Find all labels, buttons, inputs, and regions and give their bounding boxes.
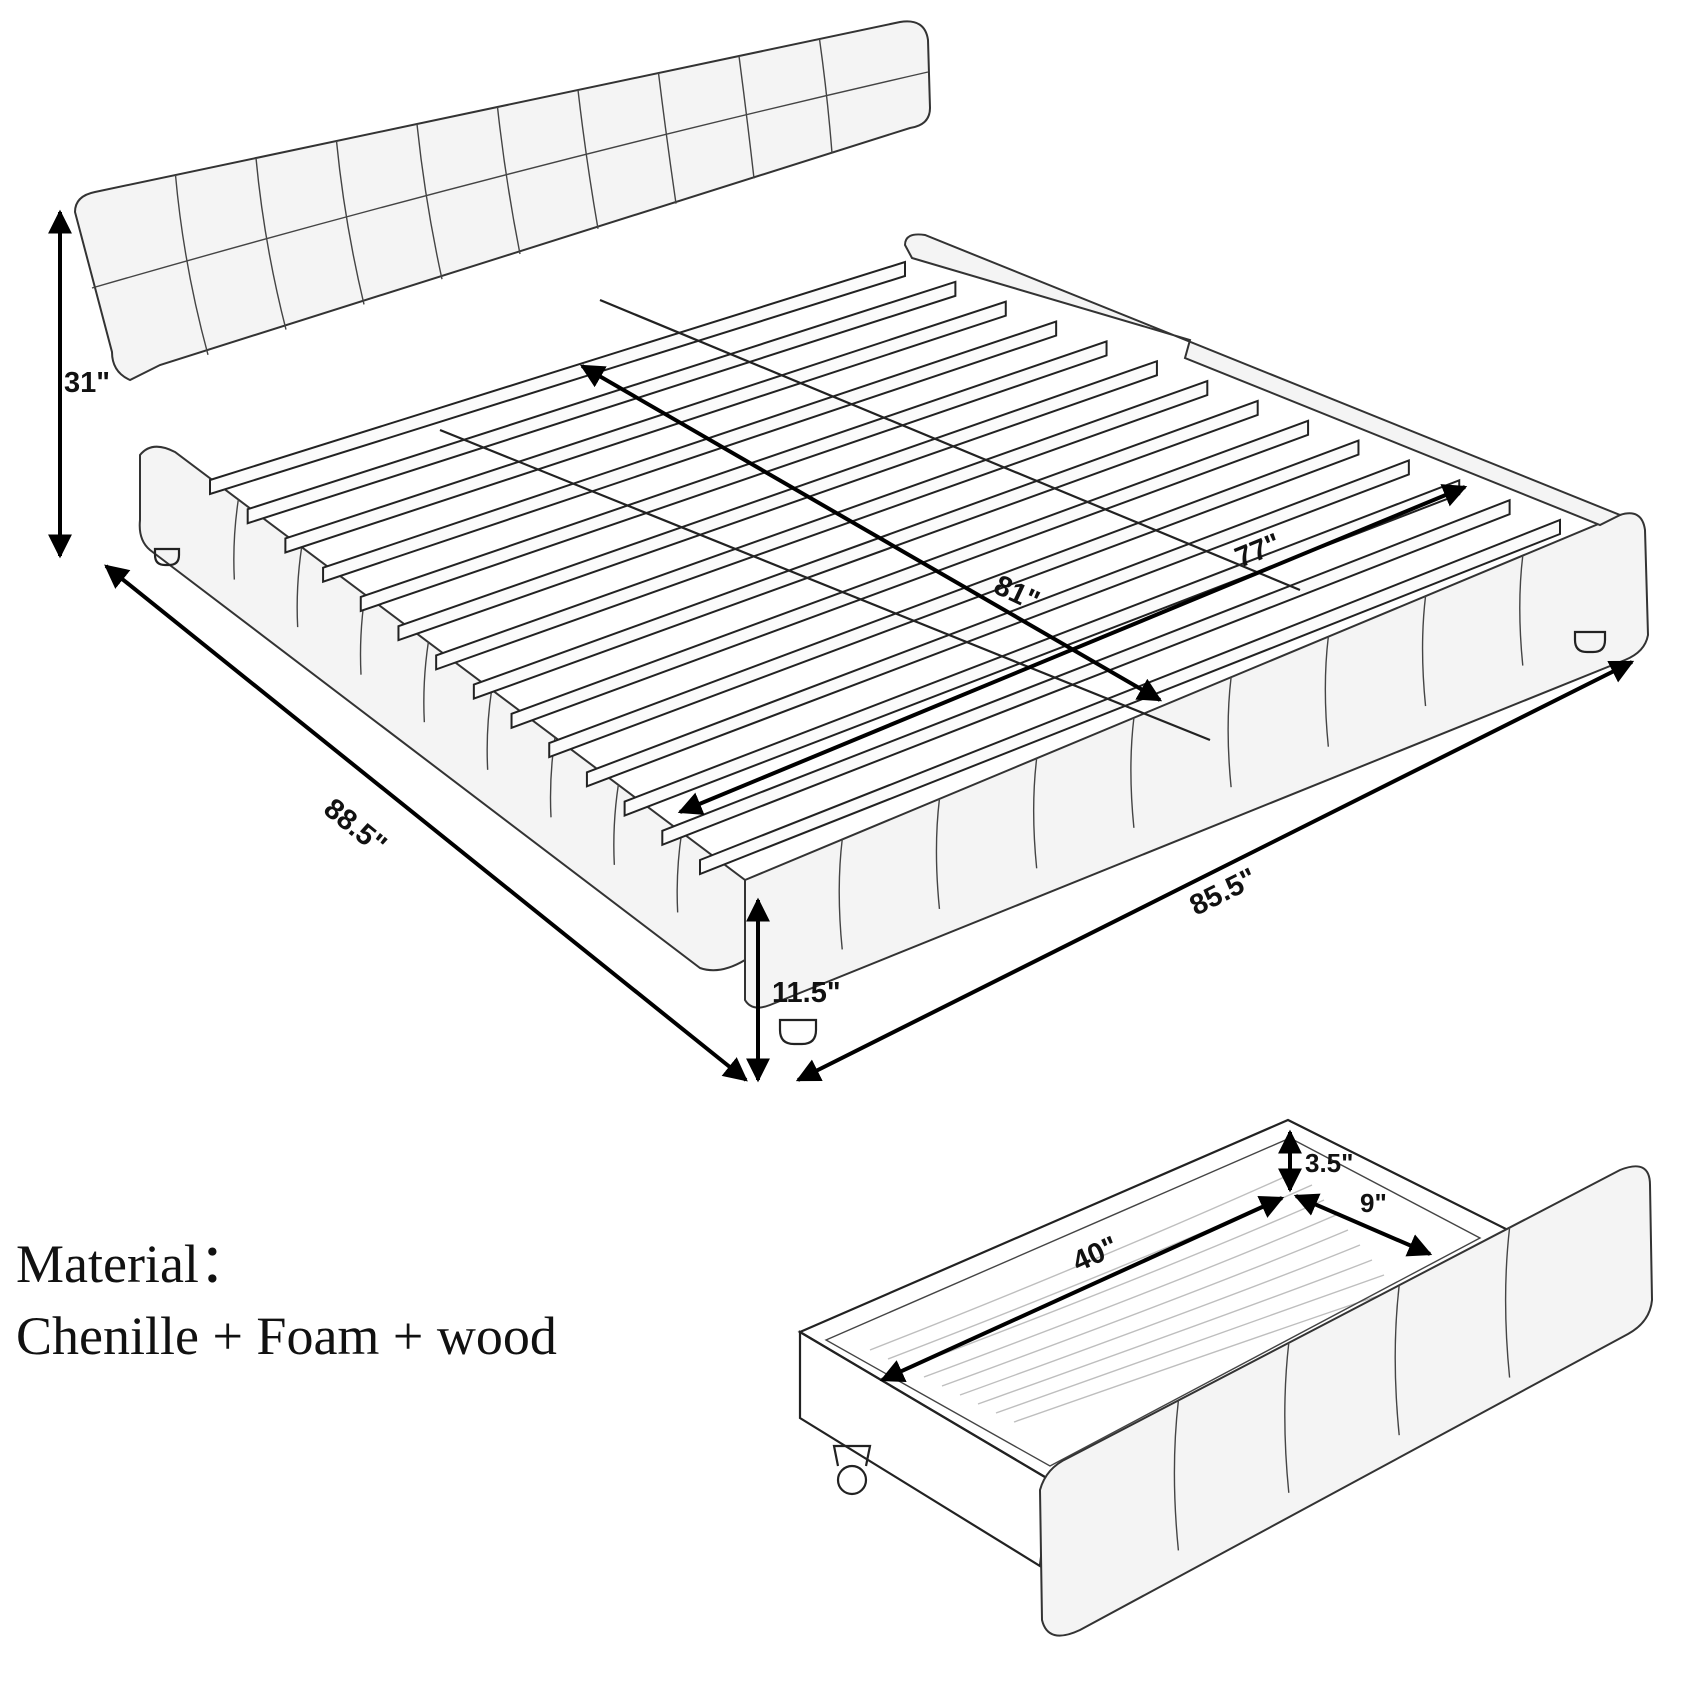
material-label: Material： xyxy=(16,1234,253,1294)
drawer-pad-divider xyxy=(1504,1227,1511,1378)
length-arrow xyxy=(104,564,748,1082)
length-label: 88.5" xyxy=(318,793,393,862)
inner-width-arrow xyxy=(677,484,1468,815)
drawer-pad-divider xyxy=(1173,1400,1180,1551)
headboard-tuft-line xyxy=(91,71,929,289)
drawer-depth-label: 9" xyxy=(1360,1188,1387,1218)
drawer-side-wall xyxy=(798,1330,1052,1568)
bed-leg xyxy=(778,1018,818,1046)
material-info: Material： Chenille + Foam + wood xyxy=(16,1228,557,1372)
headboard-tuft-line xyxy=(577,89,599,229)
bed-leg xyxy=(1573,630,1607,654)
bed-illustration xyxy=(73,20,1650,1046)
material-value: Chenille + Foam + wood xyxy=(16,1306,557,1366)
right-side-rail xyxy=(903,233,1623,527)
slat xyxy=(209,260,906,496)
drawer-length-label: 40" xyxy=(1068,1230,1123,1278)
headboard-tuft-line xyxy=(657,72,677,204)
drawer-depth-arrow xyxy=(1293,1193,1433,1257)
headboard-tufts xyxy=(91,38,929,355)
drawer-front-pads xyxy=(1173,1227,1511,1551)
width-arrow xyxy=(795,660,1635,1082)
rail-pad-divider xyxy=(1519,555,1524,666)
headboard-height-label: 31" xyxy=(64,367,110,399)
width-label: 85.5" xyxy=(1185,862,1262,922)
drawer-illustration xyxy=(797,1118,1654,1637)
headboard-tuft-line xyxy=(416,123,443,280)
headboard-tuft-line xyxy=(738,55,755,179)
drawer-front xyxy=(1038,1165,1654,1637)
drawer-caster xyxy=(832,1444,872,1496)
headboard-tuft-line xyxy=(335,140,365,305)
side-height-label: 11.5" xyxy=(772,977,841,1009)
headboard-tuft-line xyxy=(496,106,521,255)
headboard-tuft-line xyxy=(255,157,287,330)
headboard xyxy=(73,20,932,382)
drawer-pad-divider xyxy=(1284,1342,1290,1493)
drawer-length-arrow xyxy=(879,1196,1285,1382)
bed-slats xyxy=(209,260,1561,876)
headboard-tuft-line xyxy=(174,174,209,355)
drawer-pad-divider xyxy=(1394,1285,1400,1436)
drawer-height-label: 3.5" xyxy=(1305,1148,1353,1178)
